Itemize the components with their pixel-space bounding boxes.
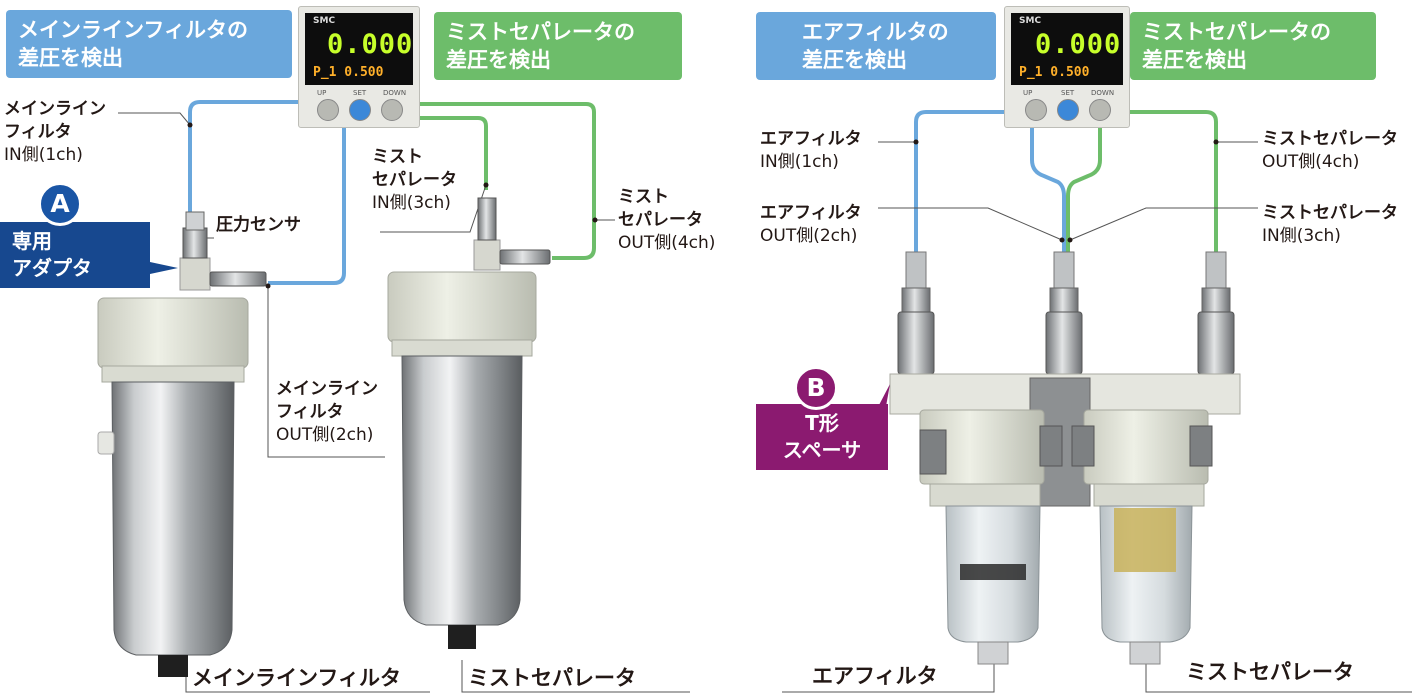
right-label-air-out-l2: OUT側(2ch)	[760, 226, 858, 246]
left-lcd: SMC 0.000 P_1 0.500	[305, 13, 413, 85]
left-display-unit: SMC 0.000 P_1 0.500 UP SET DOWN	[298, 6, 420, 128]
left-label-mist-in: ミスト セパレータ IN側(3ch)	[372, 146, 457, 215]
right-spacer-badge-l1: T形	[805, 411, 839, 435]
left-header-mist: ミストセパレータの 差圧を検出	[434, 12, 682, 80]
left-label-main-out-l2: フィルタ	[276, 402, 344, 422]
right-bottom-air-filter: エアフィルタ	[812, 664, 938, 688]
right-up-button[interactable]	[1025, 99, 1047, 121]
green-tube-out	[418, 102, 596, 260]
right-header-air-filter: エアフィルタの 差圧を検出	[756, 12, 996, 80]
left-label-mist-in-l1: ミスト	[372, 147, 423, 167]
left-down-label: DOWN	[383, 89, 407, 97]
blue-tube-r-out	[1030, 128, 1066, 252]
blue-tube-out	[268, 128, 346, 285]
right-label-air-in: エアフィルタ IN側(1ch)	[760, 128, 862, 174]
right-lcd-sub-value: P_1 0.500	[1019, 65, 1090, 80]
left-header-mist-l2: 差圧を検出	[446, 48, 551, 72]
left-label-mist-out: ミスト セパレータ OUT側(4ch)	[618, 186, 715, 255]
left-label-main-out-l1: メインライン	[276, 379, 378, 399]
left-up-button[interactable]	[317, 99, 339, 121]
right-label-mist-out-l1: ミストセパレータ	[1262, 129, 1398, 149]
green-tube-in	[418, 116, 488, 190]
left-bottom-mist-separator: ミストセパレータ	[468, 666, 636, 690]
right-set-button[interactable]	[1057, 99, 1079, 121]
left-label-mist-in-l2: セパレータ	[372, 170, 457, 190]
left-adapter-badge-l2: アダプタ	[12, 256, 92, 280]
right-bottom-mist-separator: ミストセパレータ	[1186, 660, 1354, 684]
green-tube-r-in	[1066, 128, 1102, 252]
right-label-mist-in-l2: IN側(3ch)	[1262, 226, 1341, 246]
left-lcd-main-value: 0.000	[327, 29, 414, 60]
right-label-air-out: エアフィルタ OUT側(2ch)	[760, 202, 862, 248]
right-lcd-main-value: 0.000	[1035, 29, 1122, 60]
left-adapter-badge: 専用 アダプタ	[0, 222, 150, 288]
right-lcd-logo: SMC	[1019, 16, 1042, 26]
green-tube-r-out	[1128, 110, 1218, 252]
right-lcd: SMC 0.000 P_1 0.500	[1011, 13, 1123, 85]
right-header-mist-l2: 差圧を検出	[1142, 48, 1247, 72]
left-lcd-logo: SMC	[313, 16, 336, 26]
right-label-mist-in-l1: ミストセパレータ	[1262, 203, 1398, 223]
left-badge-letter-a: A	[38, 182, 82, 226]
right-label-air-in-l1: エアフィルタ	[760, 129, 862, 149]
left-up-label: UP	[317, 89, 327, 97]
right-sensors	[897, 251, 1235, 375]
right-spacer-badge: T形 スペーサ	[756, 404, 888, 470]
left-down-button[interactable]	[381, 99, 403, 121]
right-header-air-filter-l1: エアフィルタの	[802, 20, 949, 44]
right-header-air-filter-l2: 差圧を検出	[802, 48, 907, 72]
left-label-mist-in-l3: IN側(3ch)	[372, 193, 451, 213]
left-label-main-in-l3: IN側(1ch)	[4, 145, 83, 165]
right-set-label: SET	[1061, 89, 1075, 97]
left-label-main-in: メインライン フィルタ IN側(1ch)	[4, 98, 106, 167]
right-spacer-badge-l2: スペーサ	[782, 438, 862, 462]
right-label-mist-out-l2: OUT側(4ch)	[1262, 152, 1360, 172]
left-label-sensor: 圧力センサ	[216, 214, 301, 237]
right-label-air-out-l1: エアフィルタ	[760, 203, 862, 223]
right-down-label: DOWN	[1091, 89, 1115, 97]
blue-tube-r-in	[914, 110, 1006, 252]
right-label-air-in-l2: IN側(1ch)	[760, 152, 839, 172]
right-display-unit: SMC 0.000 P_1 0.500 UP SET DOWN	[1004, 6, 1130, 128]
right-label-mist-in: ミストセパレータ IN側(3ch)	[1262, 202, 1398, 248]
left-bottom-main-filter: メインラインフィルタ	[192, 666, 401, 690]
right-down-button[interactable]	[1089, 99, 1111, 121]
right-badge-letter-b: B	[794, 366, 838, 410]
blue-tube-in	[188, 100, 300, 272]
left-set-label: SET	[353, 89, 367, 97]
left-label-main-out: メインライン フィルタ OUT側(2ch)	[276, 378, 378, 447]
left-label-mist-out-l1: ミスト	[618, 187, 669, 207]
left-header-main-filter: メインラインフィルタの 差圧を検出	[6, 10, 292, 78]
left-label-main-in-l2: フィルタ	[4, 122, 72, 142]
left-header-main-filter-l1: メインラインフィルタの	[18, 18, 248, 42]
left-label-main-in-l1: メインライン	[4, 99, 106, 119]
left-adapter-badge-l1: 専用	[12, 229, 52, 253]
right-up-label: UP	[1023, 89, 1033, 97]
right-header-mist-l1: ミストセパレータの	[1142, 20, 1331, 44]
left-label-sensor-text: 圧力センサ	[216, 215, 301, 235]
left-header-mist-l1: ミストセパレータの	[446, 20, 635, 44]
left-header-main-filter-l2: 差圧を検出	[18, 46, 123, 70]
left-label-main-out-l3: OUT側(2ch)	[276, 425, 374, 445]
right-header-mist: ミストセパレータの 差圧を検出	[1130, 12, 1376, 80]
left-label-mist-out-l2: セパレータ	[618, 210, 703, 230]
left-label-mist-out-l3: OUT側(4ch)	[618, 233, 716, 253]
left-set-button[interactable]	[349, 99, 371, 121]
right-label-mist-out: ミストセパレータ OUT側(4ch)	[1262, 128, 1398, 174]
left-lcd-sub-value: P_1 0.500	[313, 65, 384, 80]
